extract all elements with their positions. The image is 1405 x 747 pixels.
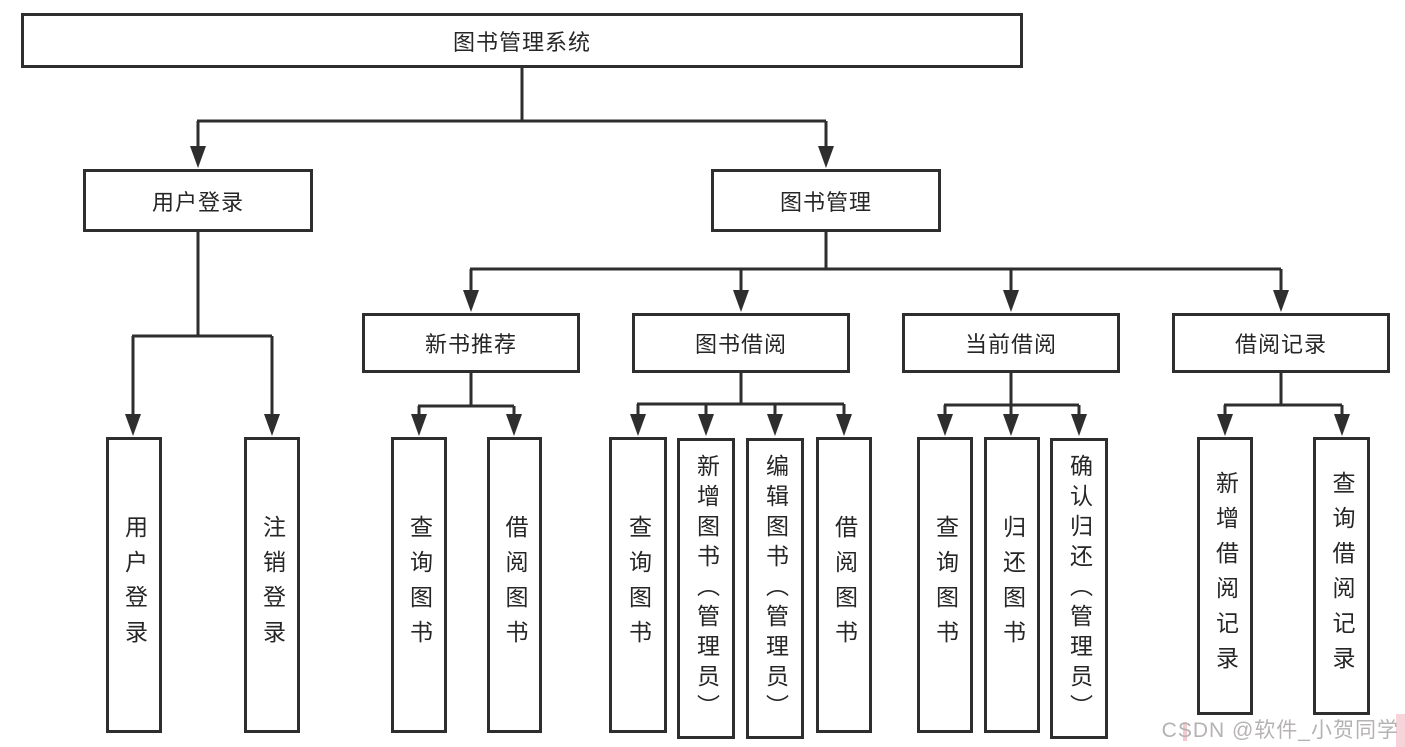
node-leaf-add-book-admin: 新增图书（管理员） xyxy=(677,438,735,739)
node-leaf-user-login: 用户登录 xyxy=(106,437,162,733)
node-leaf-borrow-books-label: 借阅图书 xyxy=(831,515,858,655)
node-leaf-borrow-books: 借阅图书 xyxy=(816,437,872,733)
node-book-borrow: 图书借阅 xyxy=(632,313,850,373)
node-leaf-confirm-return-admin: 确认归还（管理员） xyxy=(1050,438,1108,739)
node-leaf-logout: 注销登录 xyxy=(244,437,300,733)
node-new-book-recommend: 新书推荐 xyxy=(362,313,580,373)
node-leaf-query-books-recommend-label: 查询图书 xyxy=(406,515,433,655)
node-borrow-records: 借阅记录 xyxy=(1172,313,1390,373)
node-book-management: 图书管理 xyxy=(711,169,941,232)
node-leaf-logout-label: 注销登录 xyxy=(259,515,286,655)
node-new-book-recommend-label: 新书推荐 xyxy=(424,332,517,357)
node-current-borrow: 当前借阅 xyxy=(902,313,1120,373)
node-leaf-edit-book-admin-label: 编辑图书（管理员） xyxy=(762,453,789,724)
node-leaf-confirm-return-admin-label: 确认归还（管理员） xyxy=(1066,453,1093,724)
node-leaf-query-books-borrow-label: 查询图书 xyxy=(625,515,652,655)
node-book-borrow-label: 图书借阅 xyxy=(694,332,787,357)
node-user-login-label: 用户登录 xyxy=(151,189,244,215)
node-book-management-label: 图书管理 xyxy=(779,189,872,215)
watermark: CSDN @软件_小贺同学 xyxy=(1161,719,1399,742)
node-leaf-add-borrow-record-label: 新增借阅记录 xyxy=(1212,471,1239,681)
node-leaf-add-book-admin-label: 新增图书（管理员） xyxy=(693,453,720,724)
node-leaf-query-books-current-label: 查询图书 xyxy=(932,515,959,655)
watermark-accent-right xyxy=(1396,714,1405,747)
node-current-borrow-label: 当前借阅 xyxy=(964,332,1057,357)
node-leaf-borrow-books-recommend: 借阅图书 xyxy=(487,437,542,733)
node-root-label: 图书管理系统 xyxy=(452,29,591,55)
node-leaf-borrow-books-recommend-label: 借阅图书 xyxy=(502,515,528,655)
node-leaf-query-borrow-record-label: 查询借阅记录 xyxy=(1329,471,1355,681)
node-leaf-user-login-label: 用户登录 xyxy=(121,515,148,655)
node-leaf-query-borrow-record: 查询借阅记录 xyxy=(1313,437,1370,715)
node-leaf-return-books: 归还图书 xyxy=(984,437,1040,733)
node-leaf-query-books-borrow: 查询图书 xyxy=(609,437,667,733)
node-leaf-return-books-label: 归还图书 xyxy=(999,515,1026,655)
node-root: 图书管理系统 xyxy=(21,13,1023,68)
node-leaf-query-books-current: 查询图书 xyxy=(917,437,973,733)
node-leaf-add-borrow-record: 新增借阅记录 xyxy=(1197,437,1253,715)
node-borrow-records-label: 借阅记录 xyxy=(1234,332,1327,357)
node-user-login: 用户登录 xyxy=(83,169,313,232)
node-leaf-edit-book-admin: 编辑图书（管理员） xyxy=(746,438,804,739)
watermark-accent-left xyxy=(1183,722,1187,741)
node-leaf-query-books-recommend: 查询图书 xyxy=(391,437,447,733)
